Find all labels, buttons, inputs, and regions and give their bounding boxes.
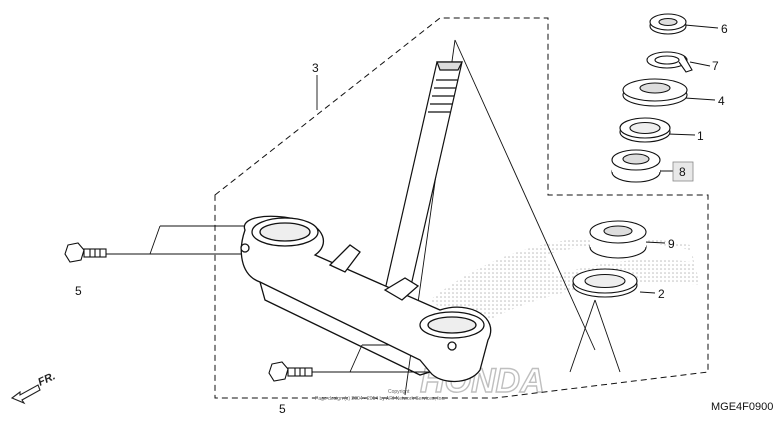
lock-nut-icon [649,13,687,35]
callout-lower-race: 2 [658,287,665,301]
upper-race-icon [619,117,671,143]
lock-washer-icon [646,51,693,73]
assembly-boundary [214,17,709,399]
lower-race-icon [572,268,638,298]
callout-dust-seal: 8 [679,165,686,179]
dust-seal-icon [611,149,661,183]
callout-lock-washer: 7 [712,59,719,73]
figure-code: MGE4F0900 [711,401,773,413]
callout-lock-nut: 6 [721,22,728,36]
lower-triple-clamp [240,215,492,383]
bolt-bottom-icon [268,361,313,382]
callout-bolt-left: 5 [75,284,82,298]
callout-lower-bearing: 9 [668,237,675,251]
adjusting-nut-icon [622,78,688,107]
callout-bolt-bottom: 5 [279,402,286,416]
callout-steering-stem: 3 [312,61,319,75]
lower-bearing-icon [589,220,647,259]
bolt-left-icon [64,242,107,263]
copyright-line1: Copyright [388,389,410,395]
callout-upper-race: 1 [697,129,704,143]
front-direction-arrow-icon: FR. [10,370,57,405]
direction-label: FR. [36,370,57,388]
item-8-highlight-box [672,161,694,182]
callout-adjusting-nut: 4 [718,94,725,108]
copyright-line2: Page design (c) 2004 - 2014 by ARI Netwo… [315,396,445,402]
steering-stem-shaft [384,61,463,291]
